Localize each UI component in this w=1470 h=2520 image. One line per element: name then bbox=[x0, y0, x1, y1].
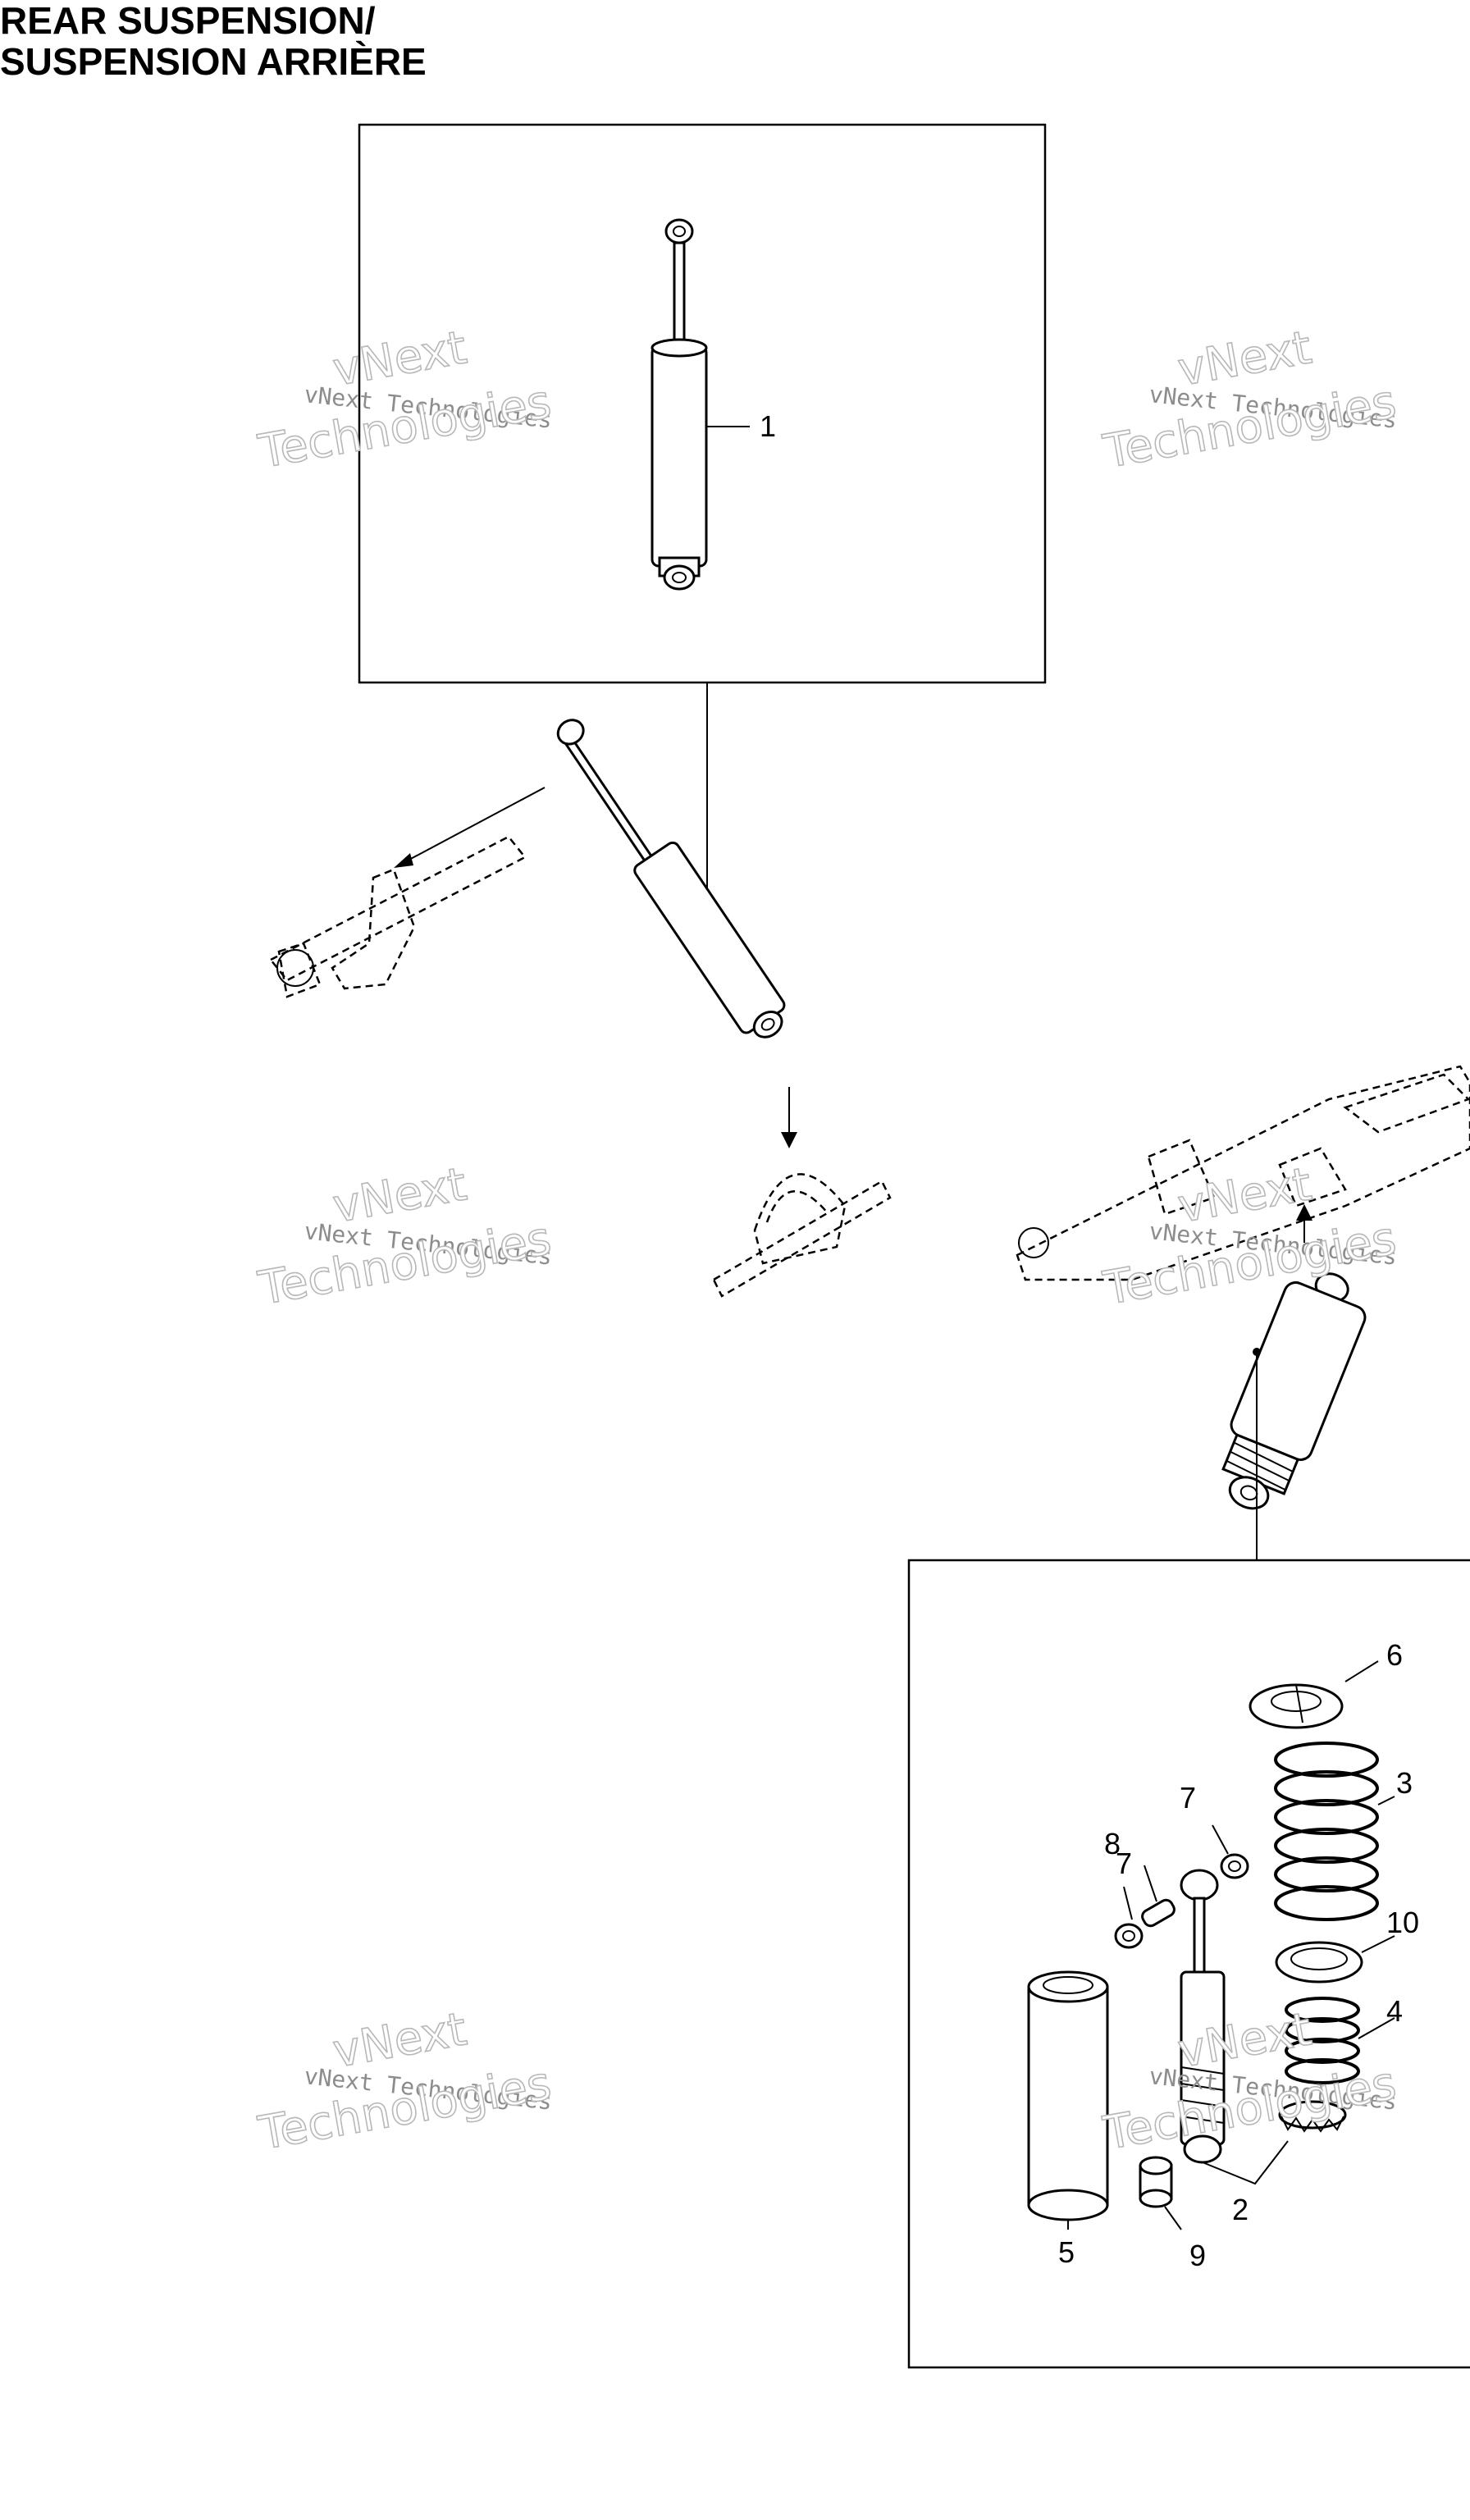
callout-4: 4 bbox=[1386, 1994, 1403, 2028]
sleeve bbox=[1141, 1898, 1176, 1928]
watermark-2: vNext Technologies vNext Technologies bbox=[1098, 321, 1400, 480]
page-title: REAR SUSPENSION/ SUSPENSION ARRIÈRE bbox=[0, 0, 427, 82]
reservoir bbox=[1027, 1970, 1109, 2221]
callout-5: 5 bbox=[1058, 2235, 1075, 2269]
detail-box-front-shock bbox=[358, 123, 1047, 684]
spring-seat-ring bbox=[1275, 1941, 1363, 1984]
callouts: 1 2 3 4 5 6 7 7 8 9 10 bbox=[760, 409, 1419, 2272]
title-line-1: REAR SUSPENSION/ bbox=[0, 0, 376, 42]
rear-suspension-assembly bbox=[1016, 1065, 1470, 1510]
callout-6: 6 bbox=[1386, 1638, 1403, 1672]
rear-shock-components bbox=[1027, 1683, 1379, 2221]
svg-text:vNext: vNext bbox=[329, 2002, 470, 2078]
detail-box-rear-shock bbox=[907, 1559, 1470, 2369]
main-spring bbox=[1274, 1742, 1379, 1921]
watermark-3: vNext Technologies vNext Technologies bbox=[253, 1157, 555, 1317]
callout-10: 10 bbox=[1386, 1906, 1419, 1939]
spring-stopper bbox=[1249, 1683, 1344, 1729]
svg-text:vNext: vNext bbox=[1174, 321, 1315, 396]
front-shock-absorber bbox=[651, 218, 708, 591]
callout-9: 9 bbox=[1189, 2239, 1206, 2272]
secondary-spring bbox=[1285, 1997, 1360, 2084]
rear-shock-body bbox=[1180, 1869, 1347, 2164]
watermark-4: vNext Technologies vNext Technologies bbox=[1098, 1157, 1400, 1317]
callout-8: 8 bbox=[1104, 1827, 1121, 1860]
callout-7-left: 7 bbox=[1116, 1847, 1132, 1880]
spacer-left bbox=[1114, 1923, 1144, 1949]
leader-lines bbox=[1067, 1660, 1395, 2230]
watermark-1: vNext Technologies vNext Technologies bbox=[253, 321, 555, 480]
callout-7-right: 7 bbox=[1180, 1781, 1196, 1815]
svg-text:vNext: vNext bbox=[329, 1157, 470, 1233]
callout-3: 3 bbox=[1396, 1766, 1413, 1800]
bushing bbox=[1139, 2156, 1173, 2208]
svg-text:vNext: vNext bbox=[1174, 1157, 1315, 1233]
front-suspension-assembly bbox=[269, 719, 892, 1298]
svg-text:vNext: vNext bbox=[329, 321, 470, 396]
callout-1: 1 bbox=[760, 409, 776, 443]
callout-2: 2 bbox=[1232, 2193, 1249, 2226]
spacer-right bbox=[1220, 1853, 1249, 1879]
title-line-2: SUSPENSION ARRIÈRE bbox=[0, 40, 427, 83]
watermark-5: vNext Technologies vNext Technologies bbox=[253, 2002, 555, 2162]
